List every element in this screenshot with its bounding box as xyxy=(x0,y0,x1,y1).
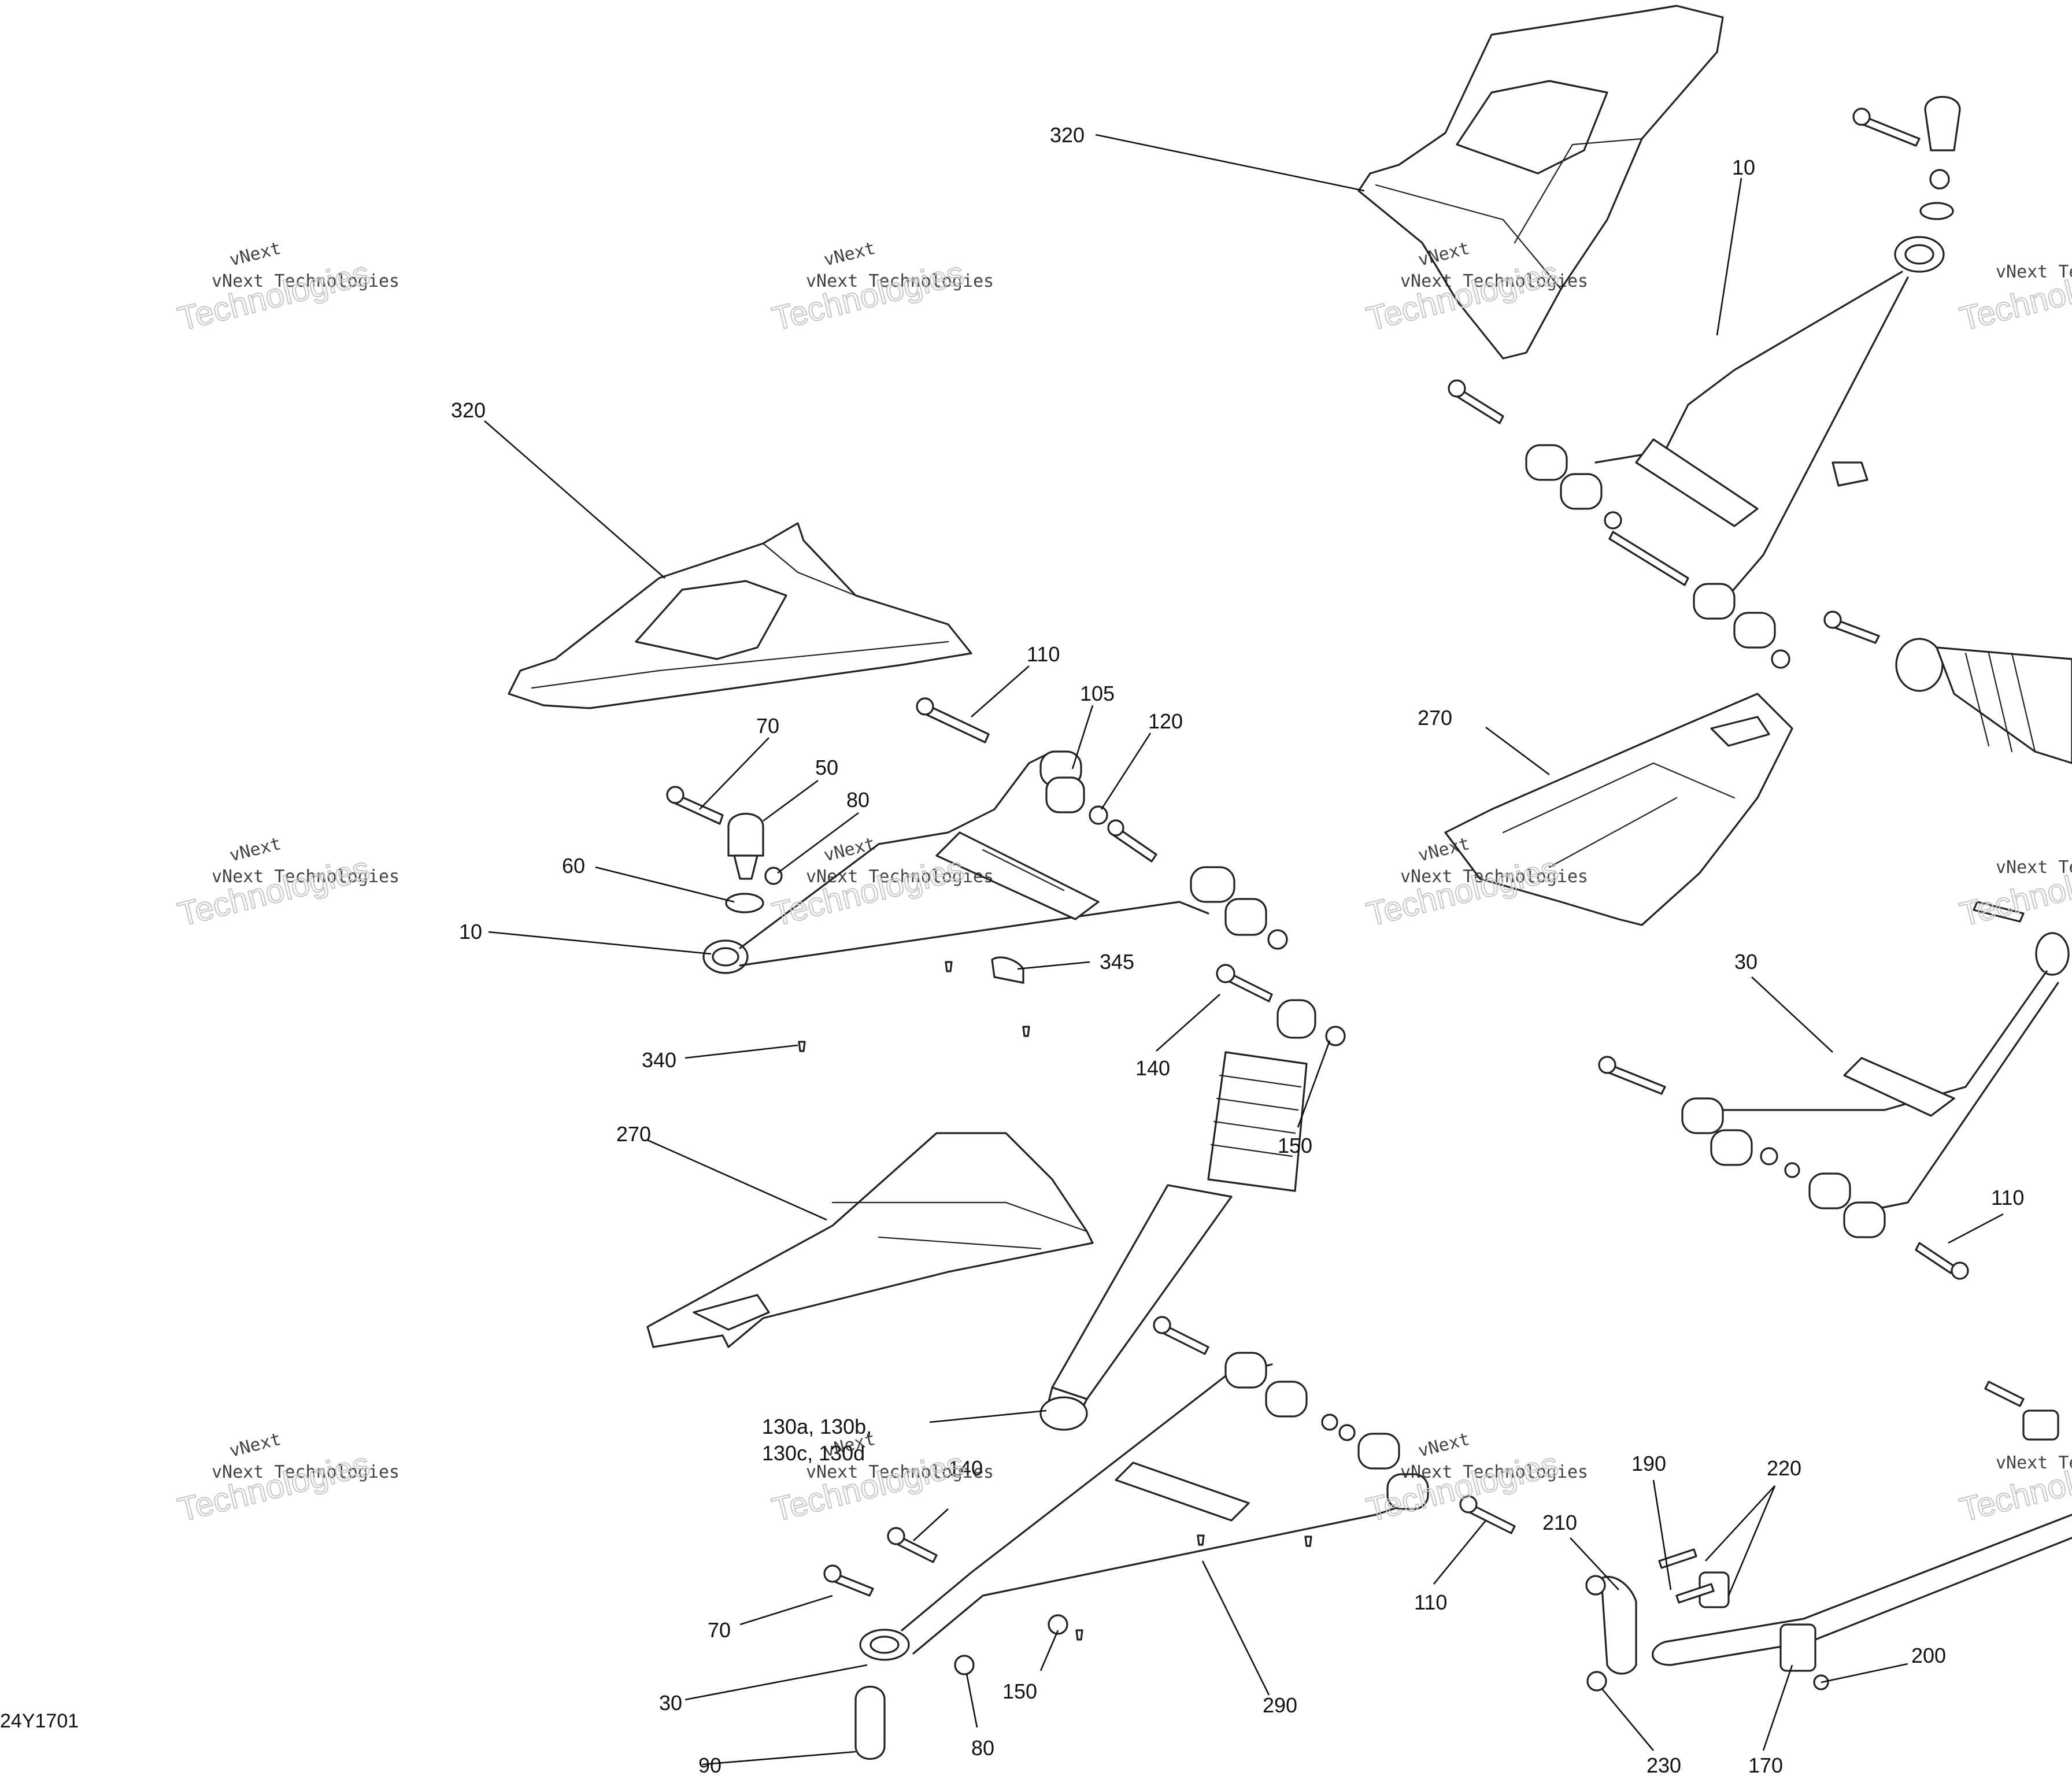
callout-50: 50 xyxy=(815,756,838,779)
shock-absorber-left xyxy=(1039,999,1346,1431)
small-rivets xyxy=(798,961,1312,1547)
svg-text:vNext: vNext xyxy=(1416,1429,1471,1462)
shock-absorber-right xyxy=(1823,610,2072,764)
watermark-r1c1: vNext vNext Technologies Technologies xyxy=(173,238,399,339)
callout-10-left: 10 xyxy=(459,920,482,944)
lower-left-fasteners xyxy=(823,1527,1083,1760)
upper-arm-guard-left xyxy=(508,522,972,709)
svg-text:Technologies: Technologies xyxy=(174,1445,373,1529)
callout-80-lower: 80 xyxy=(971,1736,994,1760)
leader-lines xyxy=(484,134,2004,1766)
callout-270-right: 270 xyxy=(1418,706,1452,730)
callout-190: 190 xyxy=(1631,1452,1666,1475)
svg-text:vNext Technologies: vNext Technologies xyxy=(1400,867,1588,887)
bolts-upper-left xyxy=(916,697,1273,1002)
callout-80-upper: 80 xyxy=(846,788,870,812)
callout-170: 170 xyxy=(1748,1753,1783,1776)
callout-140-upper: 140 xyxy=(1135,1056,1170,1080)
callout-210: 210 xyxy=(1542,1511,1577,1534)
callout-10-right: 10 xyxy=(1732,156,1755,179)
svg-text:vNext: vNext xyxy=(227,1429,283,1462)
svg-text:vNext Technologies: vNext Technologies xyxy=(1400,271,1588,291)
watermark-r3c1: vNext vNext Technologies Technologies xyxy=(173,1429,399,1530)
lower-a-arm-left xyxy=(859,1316,1516,1661)
document-id: 24Y1701 xyxy=(0,1710,79,1732)
ball-joint-upper-left xyxy=(666,786,783,913)
sway-bar-assembly xyxy=(1585,1381,2072,1692)
callout-70-lower: 70 xyxy=(708,1618,731,1642)
svg-text:vNext: vNext xyxy=(1416,834,1471,866)
watermark-r1c2: vNext vNext Technologies Technologies xyxy=(768,238,994,339)
callout-numbers: 320 320 10 10 110 105 120 70 50 80 60 34… xyxy=(451,123,2024,1776)
callout-290: 290 xyxy=(1263,1693,1297,1717)
callout-110-right: 110 xyxy=(1991,1186,2024,1209)
svg-text:vNext Technologies: vNext Technologies xyxy=(212,1462,399,1482)
upper-arm-guard-right xyxy=(1357,5,1724,360)
callout-150-upper: 150 xyxy=(1278,1134,1312,1157)
callout-30-left: 30 xyxy=(659,1691,682,1715)
callout-30-right: 30 xyxy=(1734,950,1758,974)
watermark-r2c4: vNext Technologies Technologies xyxy=(1955,849,2072,934)
svg-text:vNext Technologies: vNext Technologies xyxy=(806,1462,994,1482)
svg-text:vNext Technologies: vNext Technologies xyxy=(1996,857,2072,878)
svg-text:Technologies: Technologies xyxy=(1363,850,1562,934)
callout-110-lower: 110 xyxy=(1414,1590,1447,1614)
callout-200: 200 xyxy=(1911,1644,1946,1667)
callout-345: 345 xyxy=(1100,950,1134,974)
callout-320-top: 320 xyxy=(1050,123,1085,147)
upper-a-arm-left xyxy=(702,750,1288,974)
callout-150-lower: 150 xyxy=(1002,1679,1037,1703)
svg-text:vNext Technologies: vNext Technologies xyxy=(806,271,994,291)
lower-a-arm-right xyxy=(1598,901,2070,1280)
callout-60: 60 xyxy=(562,854,585,878)
svg-text:vNext Technologies: vNext Technologies xyxy=(212,867,399,887)
svg-text:vNext Technologies: vNext Technologies xyxy=(806,867,994,887)
callout-320-left: 320 xyxy=(451,398,486,422)
svg-text:Technologies: Technologies xyxy=(174,850,373,934)
callout-130-line1: 130a, 130b, xyxy=(762,1415,872,1438)
lower-arm-guard-left xyxy=(646,1132,1094,1348)
svg-text:vNext: vNext xyxy=(227,238,283,271)
lower-arm-guard-right xyxy=(1444,693,1793,926)
callout-270-left: 270 xyxy=(616,1122,651,1146)
watermark-r3c4: vNext Technologies Technologies xyxy=(1955,1445,2072,1530)
svg-text:vNext: vNext xyxy=(822,238,877,271)
svg-text:vNext Technologies: vNext Technologies xyxy=(1996,262,2072,282)
svg-text:vNext Technologies: vNext Technologies xyxy=(212,271,399,291)
callout-70-upper: 70 xyxy=(756,714,779,738)
svg-text:Technologies: Technologies xyxy=(174,254,373,338)
svg-text:vNext: vNext xyxy=(227,834,283,866)
svg-text:vNext Technologies: vNext Technologies xyxy=(1996,1453,2072,1473)
callout-120: 120 xyxy=(1148,709,1183,733)
watermark-r1c4: vNext Technologies Technologies xyxy=(1955,254,2072,339)
callout-220: 220 xyxy=(1767,1456,1801,1480)
callout-230: 230 xyxy=(1646,1753,1681,1776)
callout-340: 340 xyxy=(642,1048,676,1072)
watermark-r2c1: vNext vNext Technologies Technologies xyxy=(173,834,399,934)
upper-a-arm-right xyxy=(1448,96,1961,669)
callout-110-upper: 110 xyxy=(1027,642,1060,666)
svg-text:Technologies: Technologies xyxy=(768,254,967,338)
svg-text:vNext Technologies: vNext Technologies xyxy=(1400,1462,1588,1482)
callout-130-line2: 130c, 130d xyxy=(762,1441,865,1465)
callout-105: 105 xyxy=(1080,682,1115,705)
callout-140-lower: 140 xyxy=(948,1456,983,1480)
callout-90: 90 xyxy=(698,1753,722,1776)
